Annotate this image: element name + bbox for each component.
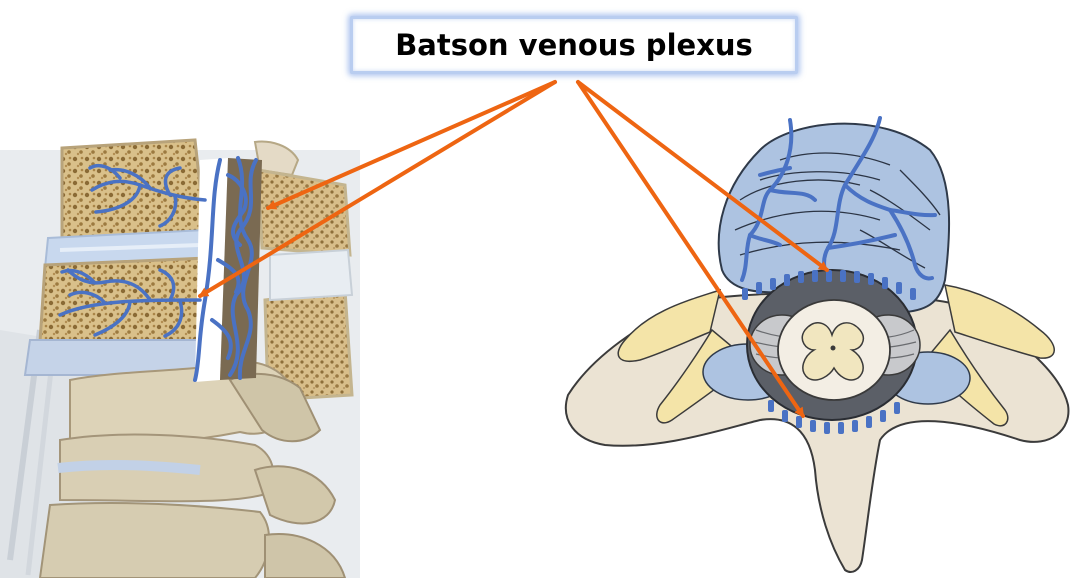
vertebra-cross-section-illustration (566, 118, 1069, 572)
arrow-to-left-upper-vein (268, 82, 555, 208)
label-text: Batson venous plexus (395, 28, 753, 62)
lumbar-spine-illustration (0, 140, 360, 578)
label-box: Batson venous plexus (350, 16, 798, 74)
